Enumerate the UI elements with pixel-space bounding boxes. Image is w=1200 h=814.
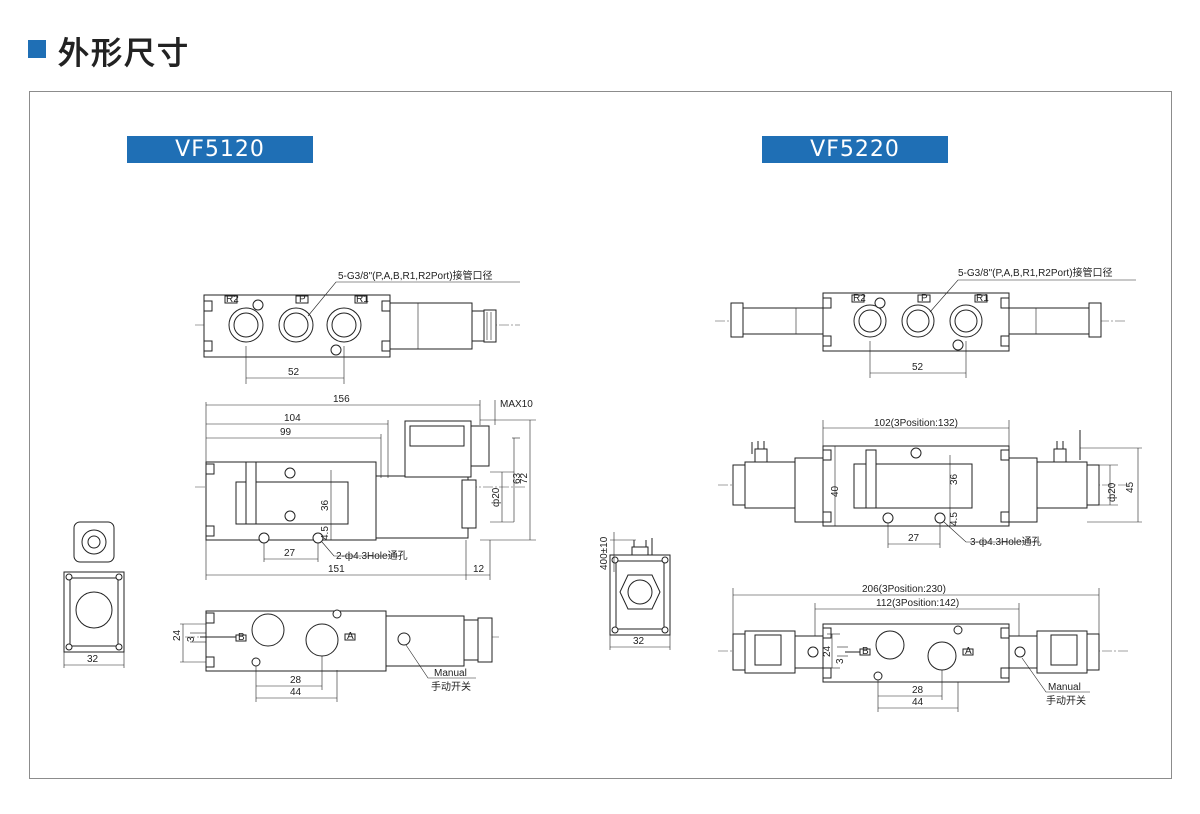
dim-phi20: ф20: [490, 487, 502, 507]
model-label-vf5220: VF5220: [762, 136, 948, 163]
dim-27: 27: [284, 548, 296, 559]
dim-phi20: ф20: [1106, 482, 1118, 502]
section-marker: [28, 40, 46, 58]
side-dim-32: 32: [87, 654, 99, 665]
manual-label-cn: 手动开关: [1046, 694, 1086, 707]
bottom-dim-3: 3: [186, 636, 197, 642]
dim-36: 36: [949, 473, 960, 485]
bottom-dim-24: 24: [822, 645, 833, 657]
dim-max10: MAX10: [500, 399, 533, 410]
vf5220-bottom-view: B A 206(3Position:230) 112(3Position:142…: [718, 584, 1130, 712]
tag-b: B: [238, 632, 245, 643]
vf5120-front-view: 156 MAX10 104 99 36 4.5 ф20 63 72 27 2-ф…: [195, 394, 536, 580]
ports-note: 5-G3/8"(P,A,B,R1,R2Port)接管口径: [338, 269, 493, 282]
dim-206: 206(3Position:230): [862, 584, 946, 595]
tag-b: B: [862, 646, 869, 657]
dim-151: 151: [328, 564, 345, 575]
tag-p: P: [299, 294, 306, 305]
tag-r2: R2: [853, 293, 866, 304]
side-dim-400: 400±10: [599, 536, 610, 570]
dim-52: 52: [288, 367, 300, 378]
model-label-vf5120: VF5120: [127, 136, 313, 163]
dim-102: 102(3Position:132): [874, 418, 958, 429]
vf5120-side-view: 32: [63, 521, 125, 668]
dim-36: 36: [320, 499, 331, 511]
vf5220-side-view: 400±10 32: [599, 532, 671, 650]
manual-label: Manual: [434, 668, 467, 679]
dim-4-5: 4.5: [320, 526, 331, 540]
ports-note: 5-G3/8"(P,A,B,R1,R2Port)接管口径: [958, 266, 1113, 279]
dim-4-5: 4.5: [949, 512, 960, 526]
dim-104: 104: [284, 413, 301, 424]
tag-a: A: [347, 631, 354, 642]
bottom-dim-28: 28: [290, 675, 302, 686]
hole-note: 2-ф4.3Hole通孔: [336, 550, 408, 562]
page-title: 外形尺寸: [58, 36, 190, 72]
bottom-dim-28: 28: [912, 685, 924, 696]
drawing-frame: [29, 91, 1172, 779]
tag-p: P: [921, 293, 928, 304]
dim-156: 156: [333, 394, 350, 405]
bottom-dim-44: 44: [912, 697, 924, 708]
tag-r1: R1: [976, 293, 989, 304]
manual-label: Manual: [1048, 682, 1081, 693]
dim-12: 12: [473, 564, 485, 575]
dim-40: 40: [830, 485, 841, 497]
bottom-dim-3: 3: [835, 658, 846, 664]
vf5120-bottom-view: B A 24 3 28 44 Manual 手动开关: [172, 609, 500, 702]
manual-label-cn: 手动开关: [431, 680, 471, 693]
vf5120-top-view: R2 P R1 5-G3/8"(P,A,B,R1,R2Port)接管口径 52: [195, 269, 520, 384]
dim-45: 45: [1125, 481, 1136, 493]
tag-a: A: [965, 646, 972, 657]
vf5220-top-view: R2 P R1 5-G3/8"(P,A,B,R1,R2Port)接管口径 52: [715, 266, 1136, 378]
vf5220-front-view: 102(3Position:132) 40 36 4.5 ф20 45 27 3…: [718, 418, 1142, 548]
tag-r2: R2: [226, 294, 239, 305]
hole-note: 3-ф4.3Hole通孔: [970, 536, 1042, 548]
dim-52: 52: [912, 362, 924, 373]
bottom-dim-24: 24: [172, 629, 183, 641]
dim-72: 72: [519, 472, 530, 484]
side-dim-32: 32: [633, 636, 645, 647]
tag-r1: R1: [356, 294, 369, 305]
bottom-dim-44: 44: [290, 687, 302, 698]
dim-112: 112(3Position:142): [876, 598, 959, 609]
dim-27: 27: [908, 533, 920, 544]
dim-99: 99: [280, 427, 292, 438]
dim-63: 63: [512, 472, 523, 484]
